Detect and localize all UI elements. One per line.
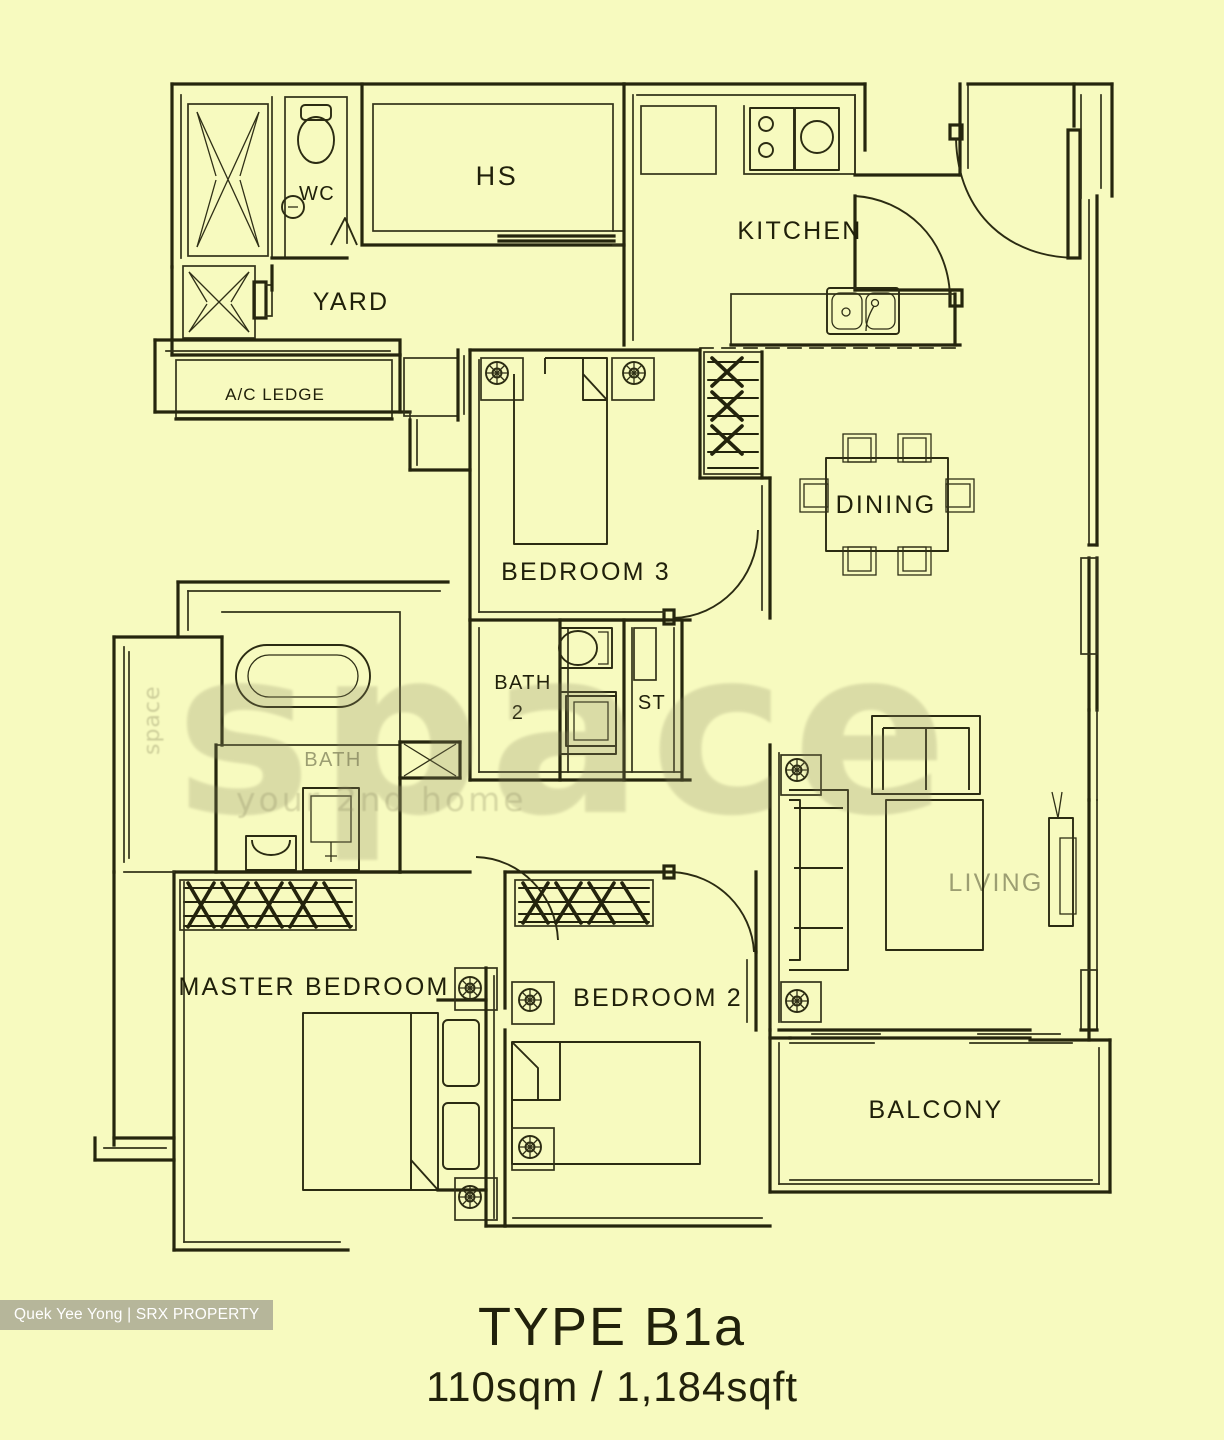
room-label-bath-2-line2: 2 (512, 702, 525, 724)
bath2-store-group (468, 618, 692, 782)
master-bedroom-group (93, 856, 559, 1252)
ceiling-fixture-icon (785, 758, 809, 782)
right-exterior-walls (1028, 194, 1112, 1194)
bedroom-3-group (468, 348, 772, 626)
room-label-kitchen: KITCHEN (737, 217, 862, 245)
ceiling-fixture-icon (785, 989, 809, 1013)
room-label-bedroom-3: BEDROOM 3 (501, 558, 671, 586)
service-zone-group (153, 82, 626, 472)
room-labels-group: WC HS KITCHEN YARD A/C LEDGE BEDROOM 3 D… (178, 161, 1043, 1124)
room-label-dining: DINING (836, 491, 937, 519)
room-label-master-bedroom: MASTER BEDROOM (178, 973, 449, 1001)
room-label-bedroom-2: BEDROOM 2 (573, 984, 743, 1012)
room-label-ac-ledge: A/C LEDGE (225, 385, 325, 404)
ceiling-fixture-icon (622, 361, 646, 385)
kitchen-group (622, 82, 1114, 349)
ceiling-fixture-icon (518, 1135, 542, 1159)
room-label-yard: YARD (313, 288, 389, 316)
ceiling-fixture-icon (485, 361, 509, 385)
room-label-bath-2-line1: BATH (494, 672, 551, 694)
master-bath-group (112, 580, 462, 874)
room-label-wc: WC (299, 183, 335, 205)
room-label-store: ST (638, 692, 666, 714)
room-label-hs: HS (476, 161, 519, 191)
room-label-master-bath: BATH (304, 749, 361, 771)
ceiling-fixture-icon (458, 1185, 482, 1209)
room-label-living: LIVING (948, 869, 1043, 897)
dining-group (799, 433, 975, 576)
ceiling-fixture-icon (458, 976, 482, 1000)
bedroom-2-group (484, 864, 772, 1228)
room-label-balcony: BALCONY (869, 1096, 1004, 1124)
balcony-group (768, 1028, 1112, 1194)
credit-badge: Quek Yee Yong | SRX PROPERTY (0, 1300, 274, 1330)
ceiling-fixture-icon (518, 988, 542, 1012)
living-group (768, 715, 1077, 1044)
